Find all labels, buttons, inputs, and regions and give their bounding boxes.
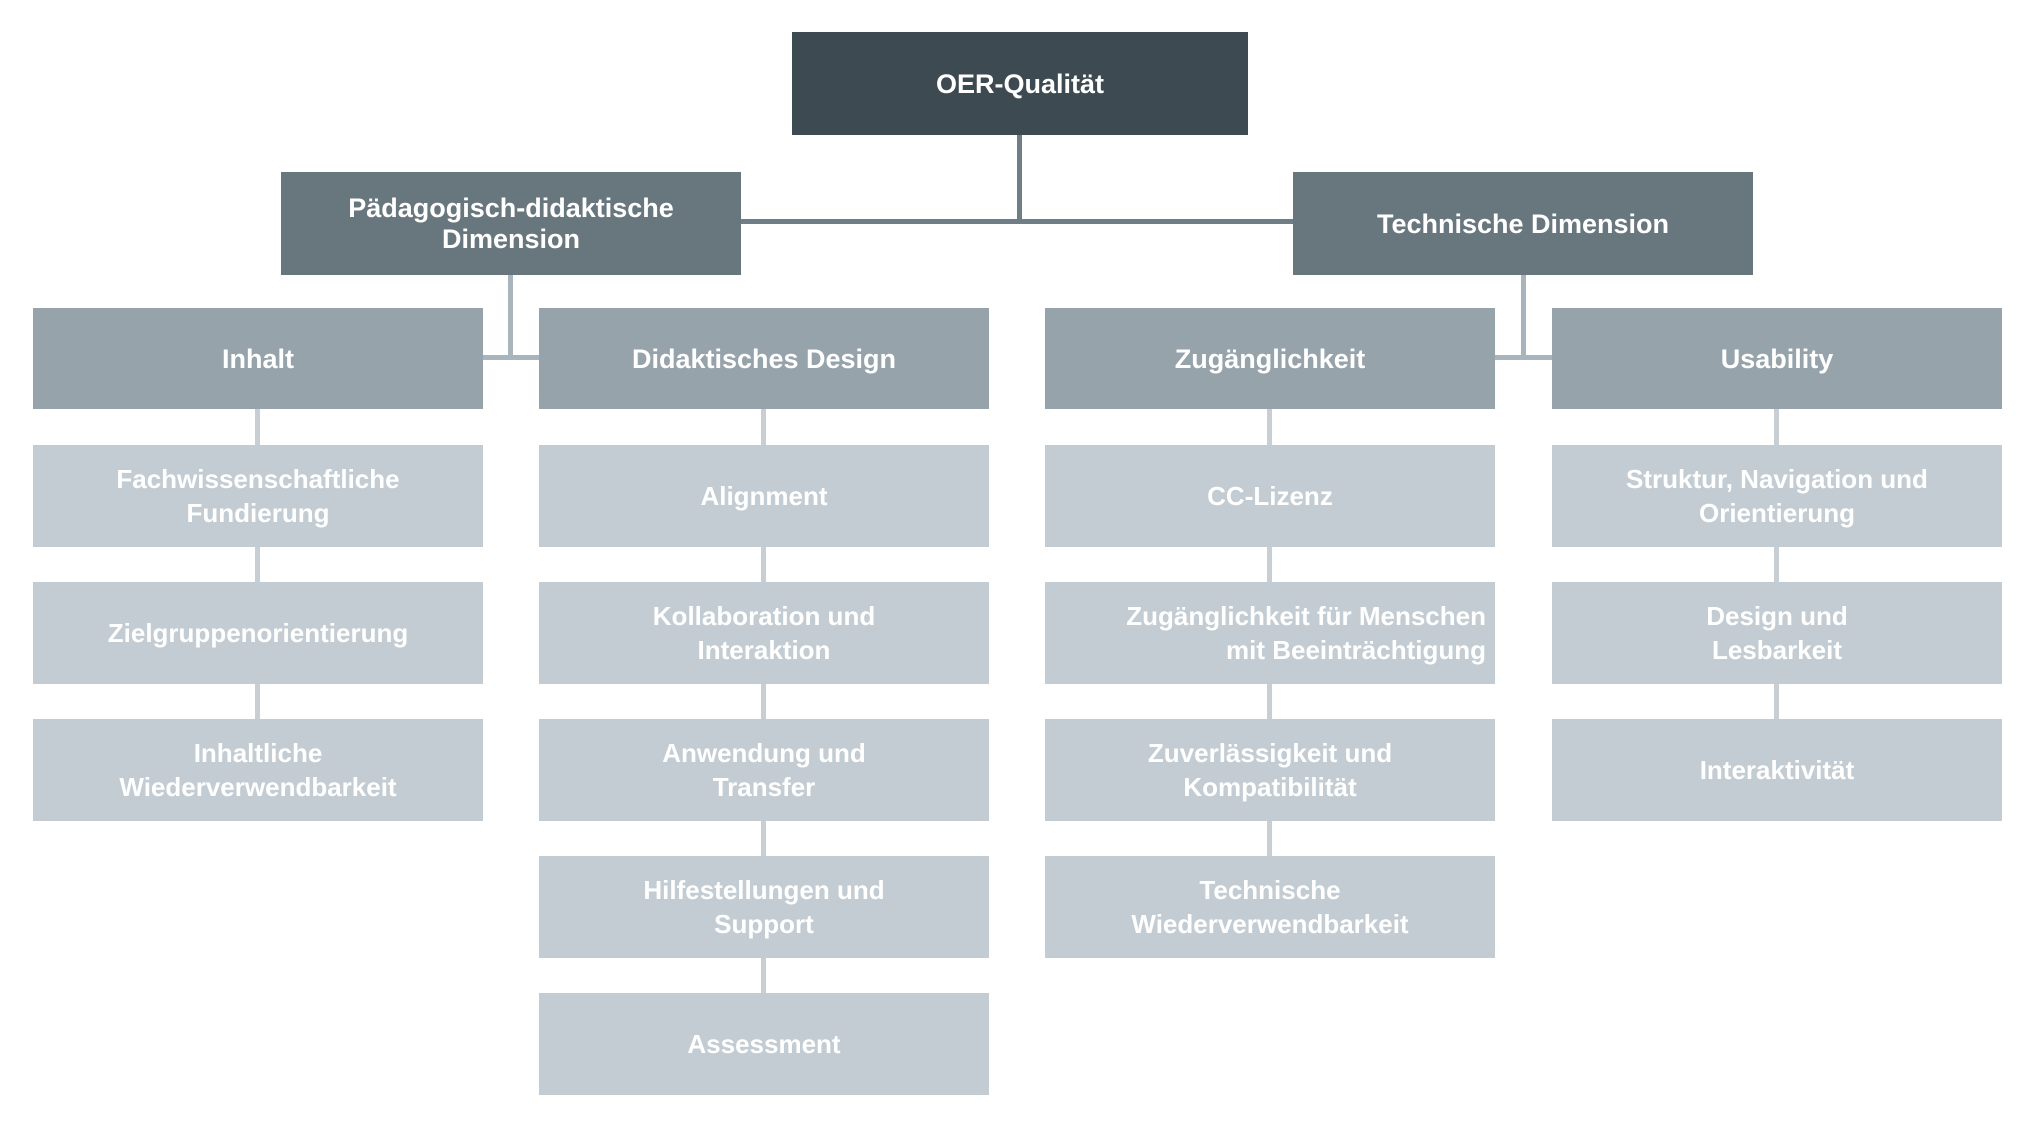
- connector-col2-seg1: [761, 547, 766, 582]
- connector-dimensions-bar: [741, 219, 1293, 224]
- category-box-zugaenglichkeit: Zugänglichkeit: [1045, 308, 1495, 409]
- item-box-design-und-lesbarkeit: Design und Lesbarkeit: [1552, 582, 2002, 684]
- item-box-inhaltliche-wiederverwendbarkeit: Inhaltliche Wiederverwendbarkeit: [33, 719, 483, 821]
- item-box-alignment: Alignment: [539, 445, 989, 547]
- category-box-inhalt: Inhalt: [33, 308, 483, 409]
- item-box-interaktivitaet: Interaktivität: [1552, 719, 2002, 821]
- connector-dim1-vertical: [1521, 275, 1526, 360]
- item-box-zielgruppenorientierung: Zielgruppenorientierung: [33, 582, 483, 684]
- connector-col4-seg2: [1774, 684, 1779, 719]
- connector-dim0-horizontal: [483, 355, 539, 360]
- root-box-oer-qualitaet: OER-Qualität: [792, 32, 1248, 135]
- connector-dim1-horizontal: [1495, 355, 1552, 360]
- item-box-cc-lizenz: CC-Lizenz: [1045, 445, 1495, 547]
- connector-col3-seg2: [1267, 684, 1272, 719]
- item-box-zuverlaessigkeit-und-kompatibilitaet: Zuverlässigkeit und Kompatibilität: [1045, 719, 1495, 821]
- category-box-usability: Usability: [1552, 308, 2002, 409]
- connector-col1-seg1: [255, 547, 260, 582]
- item-box-zugaenglichkeit-fuer-menschen: Zugänglichkeit für Menschen mit Beeinträ…: [1045, 582, 1495, 684]
- connector-col4-seg0: [1774, 409, 1779, 445]
- item-box-anwendung-und-transfer: Anwendung und Transfer: [539, 719, 989, 821]
- connector-col3-seg0: [1267, 409, 1272, 445]
- connector-col2-seg0: [761, 409, 766, 445]
- dimension-box-paedagogisch-didaktisch: Pädagogisch-didaktische Dimension: [281, 172, 741, 275]
- item-box-hilfestellungen-und-support: Hilfestellungen und Support: [539, 856, 989, 958]
- item-box-kollaboration-und-interaktion: Kollaboration und Interaktion: [539, 582, 989, 684]
- category-box-didaktisches-design: Didaktisches Design: [539, 308, 989, 409]
- item-box-struktur-navigation-orientierung: Struktur, Navigation und Orientierung: [1552, 445, 2002, 547]
- connector-col4-seg1: [1774, 547, 1779, 582]
- item-box-fachwissenschaftliche-fundierung: Fachwissenschaftliche Fundierung: [33, 445, 483, 547]
- connector-col2-seg4: [761, 958, 766, 993]
- item-box-assessment: Assessment: [539, 993, 989, 1095]
- connector-col2-seg2: [761, 684, 766, 719]
- connector-dim0-vertical: [508, 275, 513, 360]
- connector-col1-seg2: [255, 684, 260, 719]
- item-box-technische-wiederverwendbarkeit: Technische Wiederverwendbarkeit: [1045, 856, 1495, 958]
- connector-root-stub: [1017, 135, 1022, 222]
- dimension-box-technisch: Technische Dimension: [1293, 172, 1753, 275]
- connector-col2-seg3: [761, 821, 766, 856]
- connector-col1-seg0: [255, 409, 260, 445]
- connector-col3-seg1: [1267, 547, 1272, 582]
- connector-col3-seg3: [1267, 821, 1272, 856]
